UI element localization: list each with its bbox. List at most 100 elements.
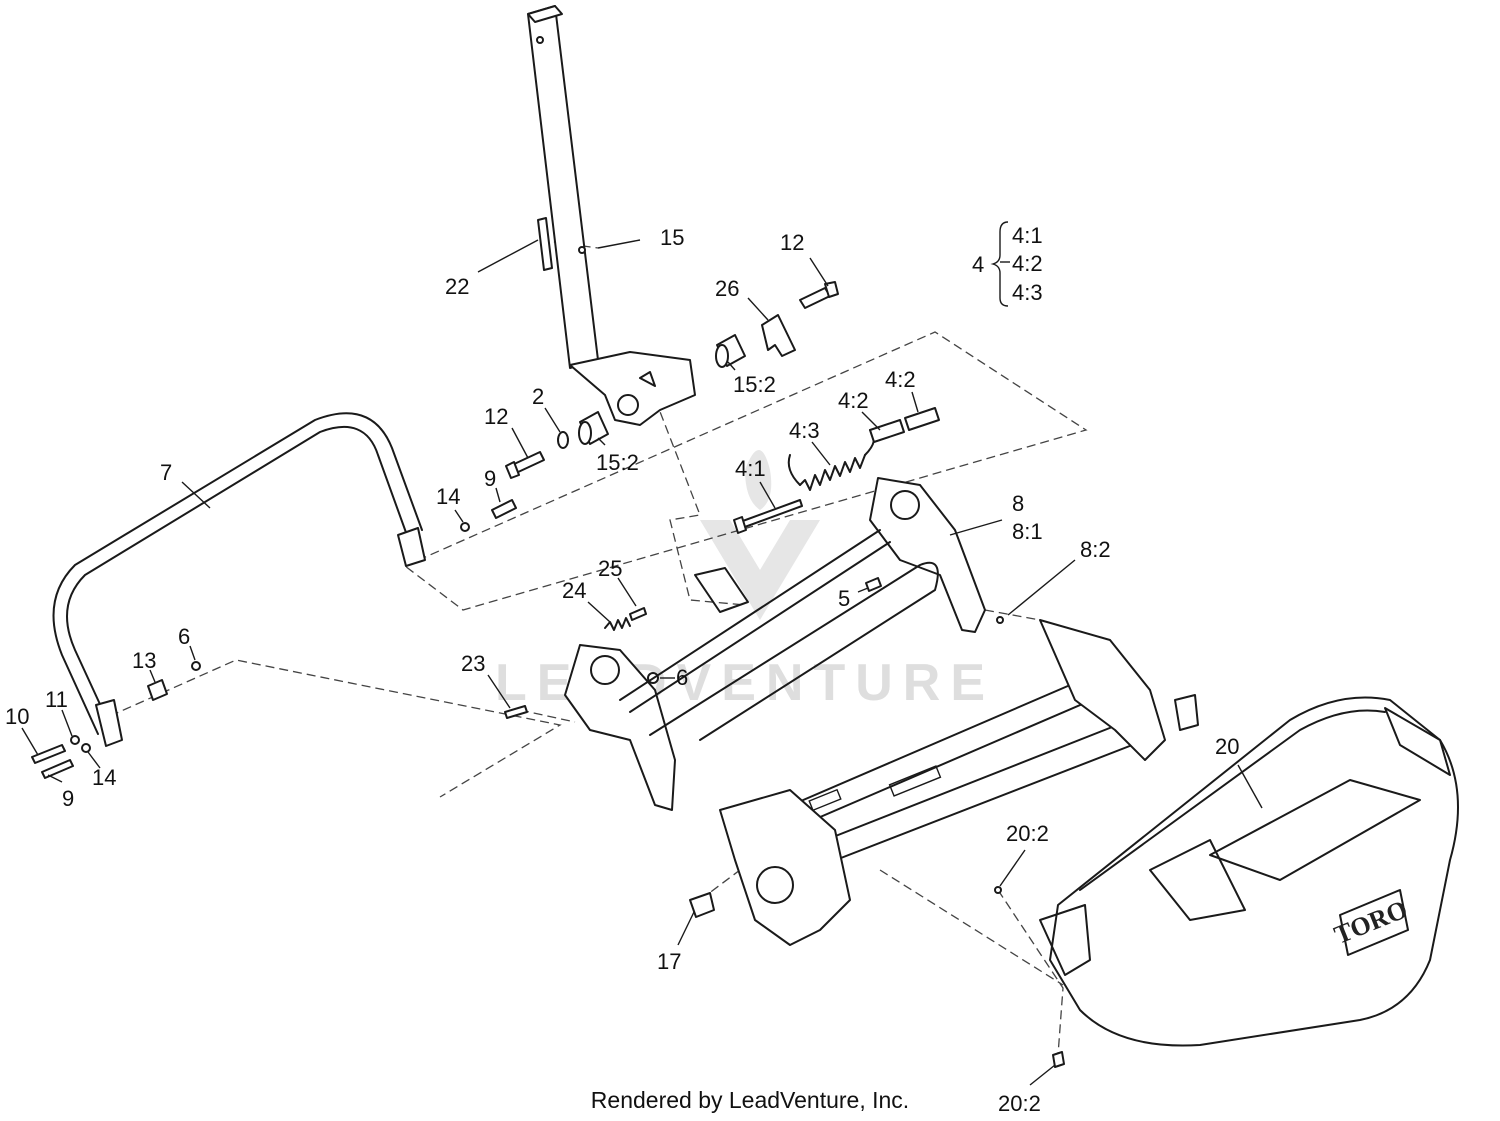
- lift-arm-right-plate: [869, 477, 986, 633]
- handle-tube: [527, 5, 599, 369]
- callout-22: 22: [445, 274, 469, 299]
- part-22-strip: [537, 217, 553, 271]
- callout-8: 8: [1012, 491, 1024, 516]
- part-26-bracket: [761, 314, 796, 357]
- cover-logo-plate: [1339, 889, 1409, 956]
- handle-warning-decal: [639, 371, 656, 387]
- cover-bracket: [1039, 904, 1091, 976]
- callout-7: 7: [160, 460, 172, 485]
- part-11-washer: [70, 735, 80, 745]
- callout-13: 13: [132, 648, 156, 673]
- footer-credit: Rendered by LeadVenture, Inc.: [591, 1087, 909, 1113]
- part-6-nut: [191, 661, 201, 671]
- callout-9-left: 9: [62, 786, 74, 811]
- leader-4-3: [811, 441, 831, 466]
- leader-15-2-upper: [727, 361, 736, 371]
- yoke-hole: [617, 394, 639, 416]
- handle-hole: [578, 246, 586, 254]
- leader-5: [857, 587, 869, 593]
- leader-15: [597, 239, 641, 249]
- leader-26: [747, 297, 769, 321]
- part-24-spring: [604, 617, 631, 631]
- lift-arm-lever-plate: [694, 567, 749, 613]
- hoop-end-plate-right: [397, 527, 426, 567]
- dash-pin-23: [519, 709, 576, 723]
- leader-12-lower: [511, 427, 529, 459]
- dash-spring-box: [404, 331, 1088, 611]
- cover-inner-rib: [1384, 707, 1451, 776]
- leader-14: [454, 509, 464, 523]
- part-8-lift-arm-assembly: [564, 477, 986, 811]
- callout-23: 23: [461, 651, 485, 676]
- left-fasteners: [31, 499, 1004, 918]
- frame-handle-right: [1174, 694, 1199, 731]
- lift-arm-cross-tube: [619, 529, 881, 701]
- callout-9: 9: [484, 466, 496, 491]
- part-20-cover: TORO: [994, 696, 1459, 1068]
- leader-23: [487, 674, 511, 709]
- callout-15-2-lower: 15:2: [596, 450, 639, 475]
- callout-25: 25: [598, 556, 622, 581]
- callout-15-2-upper: 15:2: [733, 372, 776, 397]
- handle-tube-top: [527, 5, 563, 23]
- part-12-bolt-lower-head: [505, 461, 520, 479]
- part-13-spacer: [147, 679, 168, 701]
- callout-5: 5: [838, 586, 850, 611]
- part-9-bolt-left: [41, 759, 74, 779]
- leader-20-2-bottom: [1029, 1064, 1056, 1086]
- frame-decal: [888, 765, 942, 797]
- callout-24: 24: [562, 578, 586, 603]
- bushing-end: [715, 344, 729, 368]
- handle-hole: [536, 36, 544, 44]
- callout-12-upper: 12: [780, 230, 804, 255]
- cover-inner-rib: [1209, 779, 1421, 881]
- callout-8-2: 8:2: [1080, 537, 1111, 562]
- leader-25: [617, 577, 637, 607]
- part-7-bail-hoop: [52, 412, 426, 747]
- part-4-3-spring: [799, 454, 866, 491]
- lift-arm-bore: [590, 655, 620, 685]
- leader-4-2-right: [911, 391, 919, 413]
- frame-casting-right: [1039, 619, 1166, 761]
- group-4-brace: [990, 221, 1009, 307]
- dash-8-2: [984, 609, 1041, 621]
- leader-8: [949, 519, 1003, 536]
- part-9-bolt: [491, 499, 517, 519]
- part-25-pin: [629, 607, 647, 621]
- leader-17: [677, 911, 695, 946]
- leader-9: [495, 487, 501, 503]
- callout-17: 17: [657, 949, 681, 974]
- callout-labels: 4:1 4:2 4:3 4 12 15 22 26 15:2 2 12 15:2…: [5, 223, 1239, 1116]
- lift-arm-cross-bar: [649, 561, 939, 741]
- callout-26: 26: [715, 276, 739, 301]
- lift-arm-bore: [890, 490, 920, 520]
- leader-2: [544, 407, 561, 433]
- leader-24: [587, 601, 611, 623]
- dash-lever-lower: [639, 359, 746, 606]
- leader-4-1: [759, 481, 776, 509]
- callout-6-left: 6: [178, 624, 190, 649]
- leader-22: [477, 239, 539, 273]
- leader-20-2-top: [999, 849, 1026, 887]
- callout-4: 4: [972, 252, 984, 277]
- callout-4-1-rod: 4:1: [735, 456, 766, 481]
- part-14-nut: [460, 522, 470, 532]
- handle-yoke: [569, 351, 696, 426]
- leader-12-upper: [809, 257, 829, 287]
- spring-assembly-4: [733, 407, 940, 534]
- callout-4-2-right: 4:2: [885, 367, 916, 392]
- callout-14: 14: [436, 484, 460, 509]
- part-8-2-fitting: [996, 616, 1004, 624]
- leader-4-2-left: [861, 411, 881, 431]
- part-17-fitting: [689, 892, 715, 918]
- frame-decal: [808, 788, 842, 812]
- part-4-1-rod-head: [733, 516, 747, 534]
- leader-lines: [21, 239, 1263, 1086]
- part-20-2-screw-top: [994, 886, 1002, 894]
- casting-bore: [756, 866, 794, 904]
- part-14-nut-left: [81, 743, 91, 753]
- hoop-inner: [52, 412, 423, 735]
- leader-11: [61, 709, 73, 737]
- callout-10: 10: [5, 704, 29, 729]
